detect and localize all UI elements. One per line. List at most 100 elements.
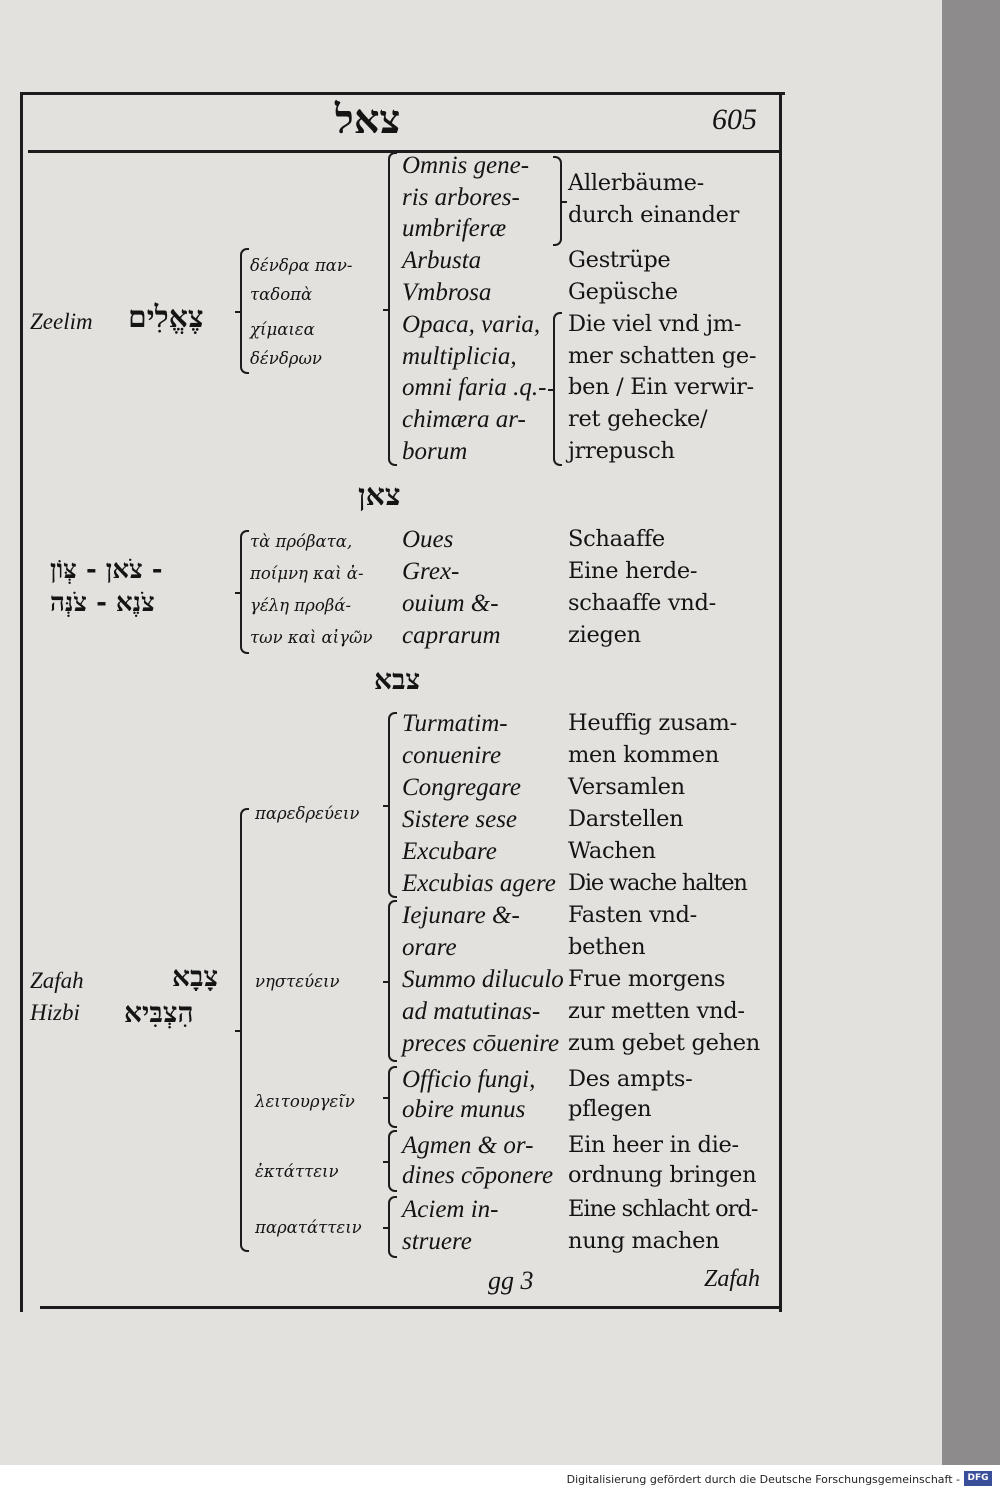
section2-latin-1: Grex- xyxy=(402,558,460,585)
section3-latin-14: dines cōponere xyxy=(402,1162,554,1189)
section3-german-13: Ein heer in die- xyxy=(568,1132,739,1158)
header-rule xyxy=(28,150,780,153)
section3-german-11: Des ampts- xyxy=(568,1066,693,1092)
section1-german-0: Allerbäume- xyxy=(568,170,704,196)
section1-latin-5: Opaca, varia, xyxy=(402,311,541,338)
section2-greek-brace xyxy=(235,530,249,654)
section1-greek-2: χίμαιεα xyxy=(250,320,315,339)
section1-latin-brace xyxy=(383,152,397,466)
section1-latin-0: Omnis gene- xyxy=(402,152,530,179)
section3-german-12: pflegen xyxy=(568,1096,652,1122)
section2-latin-2: ouium &- xyxy=(402,590,499,617)
section3-hebrew-line1: צָבָא xyxy=(172,960,219,993)
frame-left-line xyxy=(20,92,23,1312)
frame-bottom-line xyxy=(40,1306,782,1309)
section3-latin-8: Summo diluculo xyxy=(402,966,564,993)
section3-latin-5: Excubias agere xyxy=(402,870,556,897)
section3-german-9: zur metten vnd- xyxy=(568,998,745,1024)
section1-greek-0: δένδρα παν- xyxy=(250,256,353,275)
section3-german-14: ordnung bringen xyxy=(568,1162,757,1188)
section3-latin-12: obire munus xyxy=(402,1096,526,1123)
section3-german-4: Wachen xyxy=(568,838,656,864)
section3-latin-brace-c xyxy=(383,1066,397,1128)
section3-greek-brace xyxy=(235,808,249,1252)
section1-german-brace-b xyxy=(548,312,562,466)
scan-background-edge xyxy=(942,0,1000,1465)
section3-german-6: Fasten vnd- xyxy=(568,902,697,928)
section2-german-1: Eine herde- xyxy=(568,558,698,584)
section3-latin-15: Aciem in- xyxy=(402,1196,499,1223)
section3-german-1: men kommen xyxy=(568,742,719,768)
section1-latin-9: borum xyxy=(402,438,468,465)
section1-german-7: ret gehecke/ xyxy=(568,406,708,432)
section2-heading: צאן xyxy=(358,478,401,513)
section1-latin-4: Vmbrosa xyxy=(402,279,492,306)
section2-hebrew-line1: צֹאן - צְּוֹן - xyxy=(50,555,163,585)
scan-footer-text: Digitalisierung gefördert durch die Deut… xyxy=(566,1473,960,1486)
section3-latin-brace-a xyxy=(383,712,397,898)
catchword: Zafah xyxy=(704,1266,761,1292)
section1-german-6: ben / Ein verwir- xyxy=(568,374,754,400)
section3-german-2: Versamlen xyxy=(568,774,685,800)
section3-latin-brace-d xyxy=(383,1130,397,1192)
section3-latin-7: orare xyxy=(402,934,457,961)
section3-name-latin-2: Hizbi xyxy=(30,1000,80,1025)
section3-german-7: bethen xyxy=(568,934,646,960)
section1-latin-3: Arbusta xyxy=(402,247,482,274)
section3-hebrew-line2: הִצְבִּיא xyxy=(124,996,194,1029)
section3-german-0: Heuffig zusam- xyxy=(568,710,737,736)
scan-footer-bar xyxy=(0,1465,1000,1492)
section3-greek-0: παρεδρεύειν xyxy=(255,804,360,823)
page-number: 605 xyxy=(712,103,757,136)
section3-name-latin-1: Zafah xyxy=(30,968,84,993)
dfg-logo-icon: DFG xyxy=(964,1471,992,1486)
section2-greek-3: των καὶ αἰγῶν xyxy=(250,628,373,647)
signature-mark: gg 3 xyxy=(488,1266,534,1295)
frame-top-line xyxy=(20,92,785,95)
section1-german-1: durch einander xyxy=(568,202,740,228)
section3-latin-1: conuenire xyxy=(402,742,502,769)
section3-latin-13: Agmen & or- xyxy=(402,1132,534,1159)
section1-greek-3: δένδρων xyxy=(250,349,322,368)
section1-greek-brace xyxy=(235,248,249,374)
section1-latin-7: omni faria .q.- xyxy=(402,374,547,401)
section2-latin-0: Oues xyxy=(402,526,454,553)
section3-german-16: nung machen xyxy=(568,1228,720,1254)
section2-greek-0: τὰ πρόβατα, xyxy=(250,532,353,551)
section1-latin-6: multiplicia, xyxy=(402,343,517,370)
section1-latin-2: umbriferæ xyxy=(402,215,507,242)
section3-greek-4: παρατάττειν xyxy=(255,1218,362,1237)
section1-german-brace-a xyxy=(553,156,567,246)
section3-german-8: Frue morgens xyxy=(568,966,726,992)
section2-greek-1: ποίμνη καὶ ἀ- xyxy=(250,564,364,583)
section3-german-5: Die wache halten xyxy=(568,870,748,896)
section3-german-10: zum gebet gehen xyxy=(568,1030,760,1056)
section3-german-15: Eine schlacht ord- xyxy=(568,1196,758,1222)
section1-german-2: Gestrüpe xyxy=(568,247,671,273)
section3-greek-1: νηστεύειν xyxy=(255,972,340,991)
section3-greek-2: λειτουργεῖν xyxy=(255,1092,355,1111)
section2-hebrew-line2: צֹנֶא - צֹנְּה xyxy=(50,588,155,618)
section3-greek-3: ἐκτάττειν xyxy=(255,1162,339,1181)
section1-german-5: mer schatten ge- xyxy=(568,343,757,369)
section1-latin-8: chimæra ar- xyxy=(402,406,526,433)
section2-greek-2: γέλη προβά- xyxy=(250,596,352,615)
section3-latin-6: Iejunare &- xyxy=(402,902,520,929)
section3-latin-9: ad matutinas- xyxy=(402,998,541,1025)
section2-german-2: schaaffe vnd- xyxy=(568,590,716,616)
header-hebrew-root: צאל xyxy=(335,96,401,143)
section1-hebrew: צֶאֱלִים xyxy=(128,300,204,335)
section3-latin-brace-e xyxy=(383,1196,397,1258)
section1-latin-1: ris arbores- xyxy=(402,184,520,211)
section3-latin-0: Turmatim- xyxy=(402,710,508,737)
section3-latin-10: preces cōuenire xyxy=(402,1030,560,1057)
section3-latin-2: Congregare xyxy=(402,774,521,801)
frame-right-line xyxy=(779,92,782,1312)
section3-latin-brace-b xyxy=(383,900,397,1062)
section1-name-latin: Zeelim xyxy=(30,309,93,334)
section2-latin-3: caprarum xyxy=(402,622,501,649)
section3-latin-11: Officio fungi, xyxy=(402,1066,536,1093)
section1-german-3: Gepüsche xyxy=(568,279,678,305)
section3-latin-16: struere xyxy=(402,1228,472,1255)
